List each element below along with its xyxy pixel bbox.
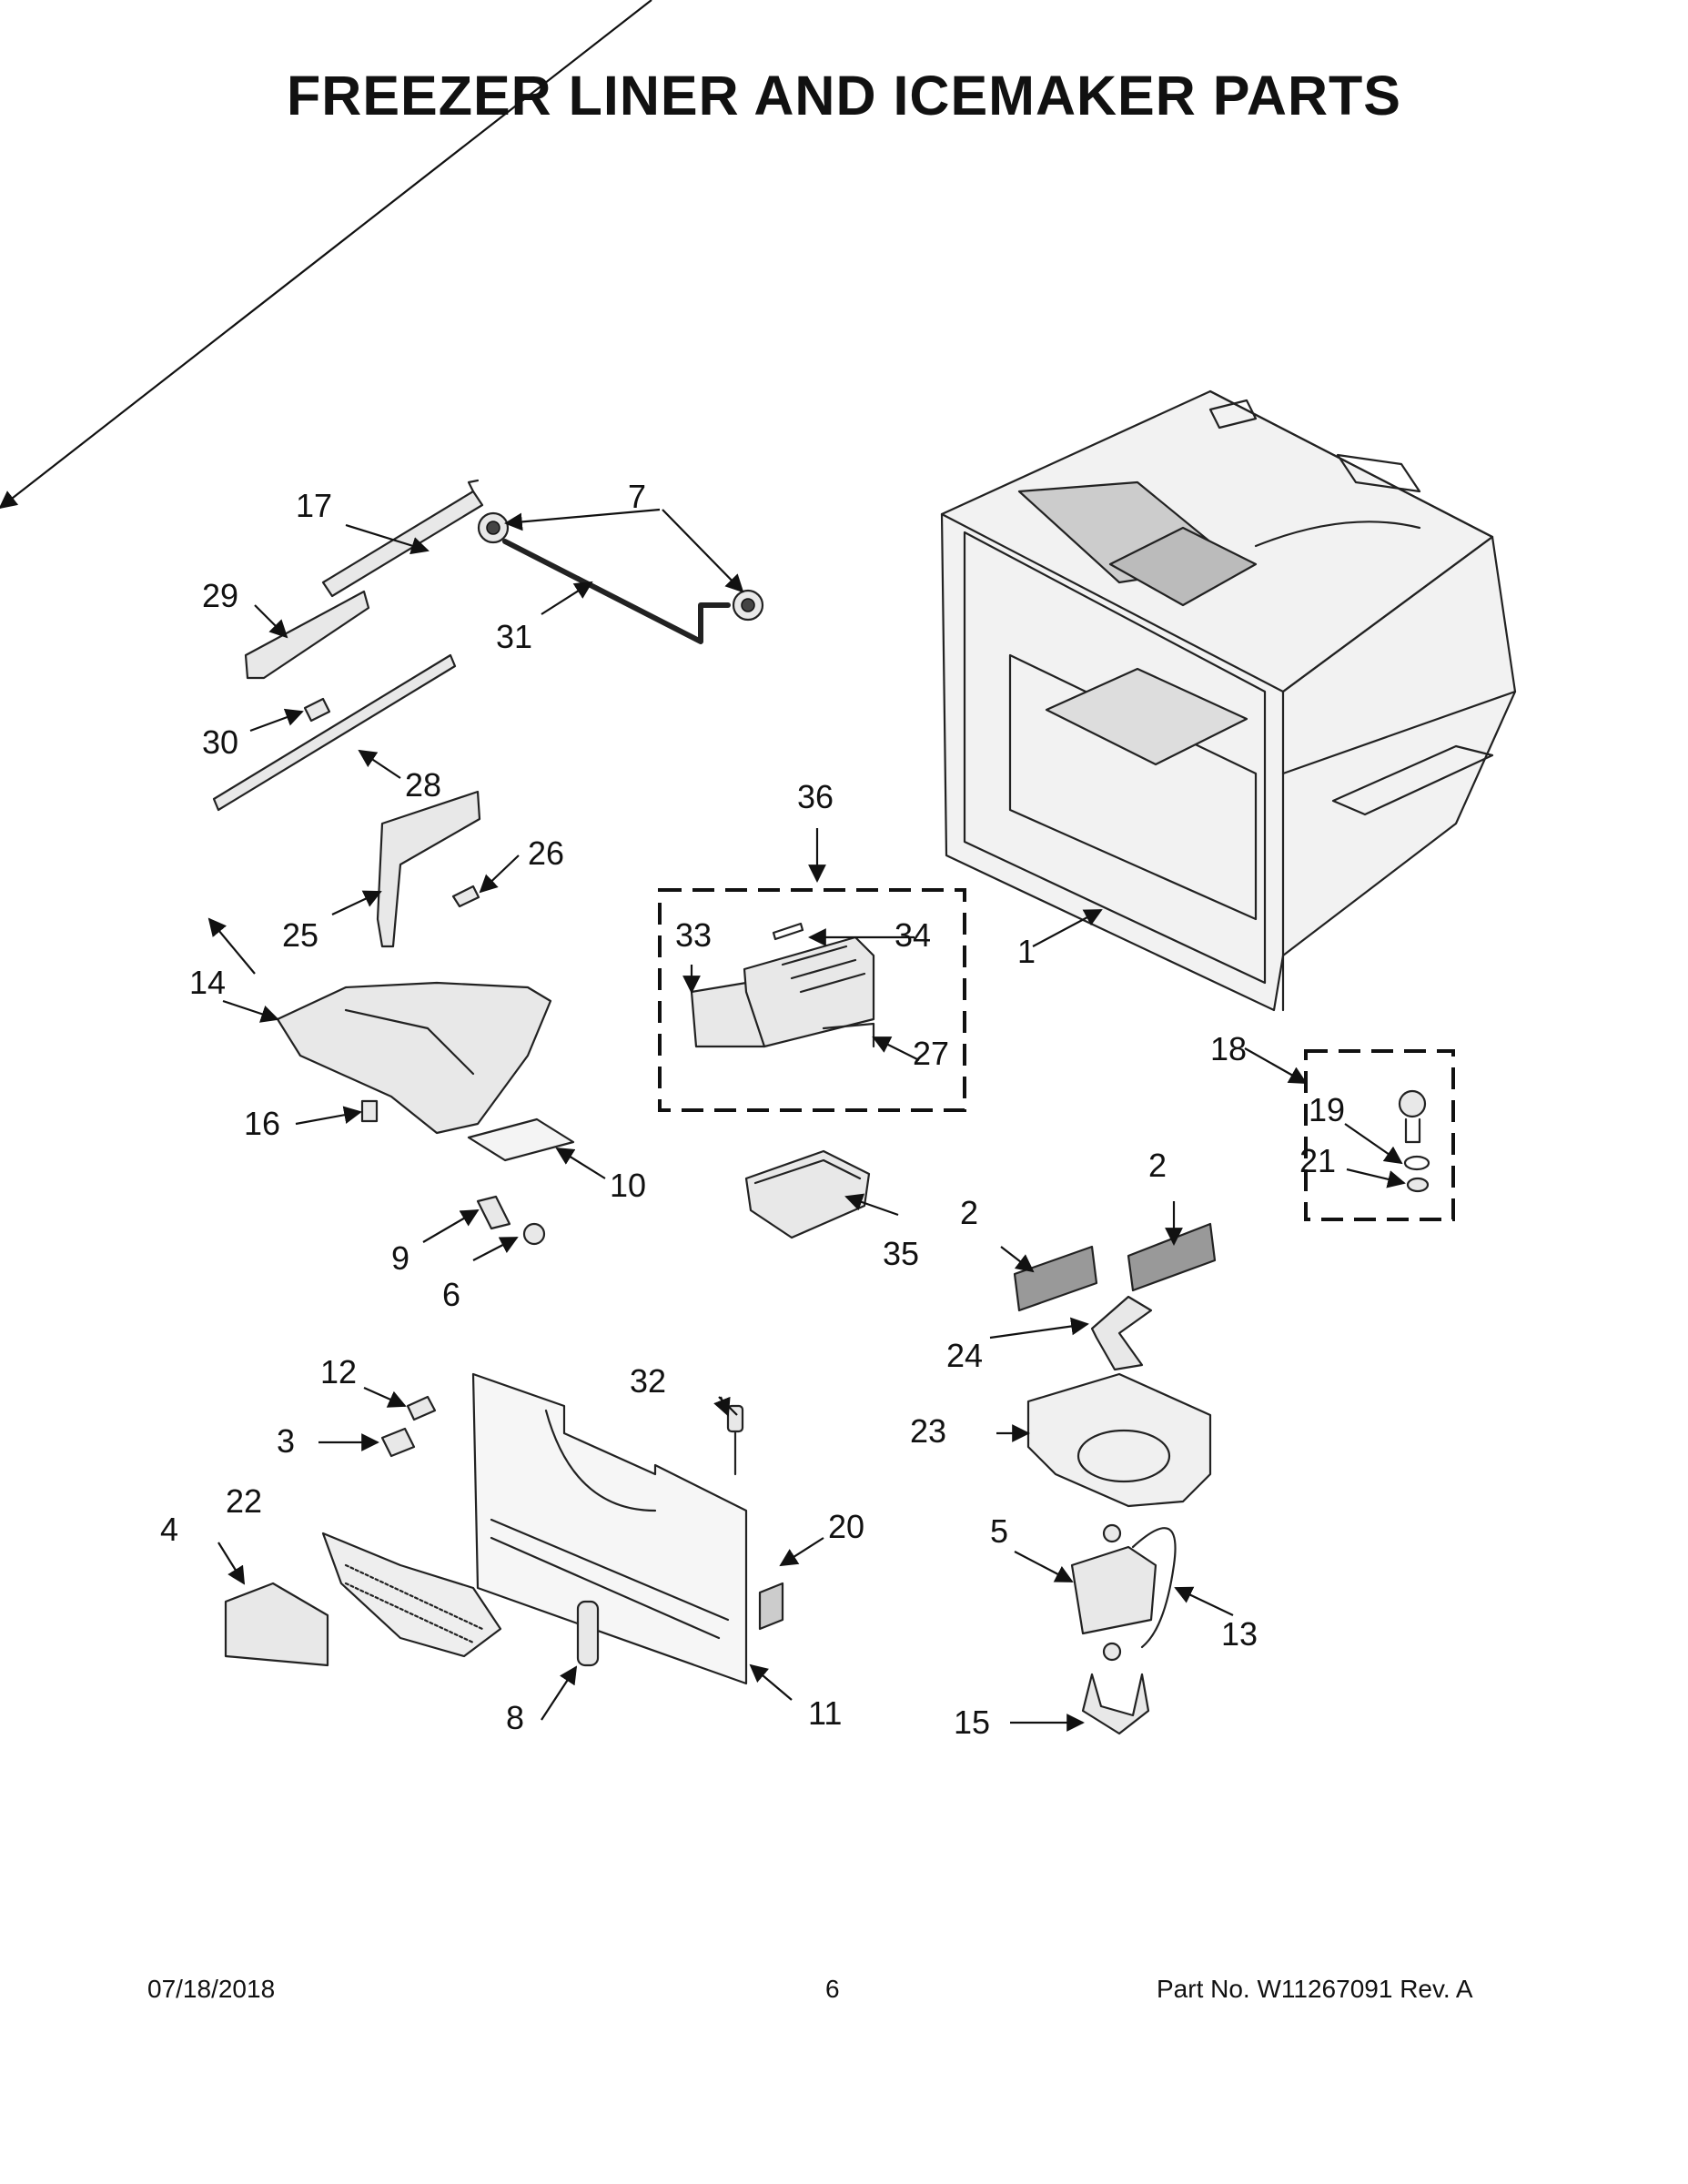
- callout-31: 31: [496, 618, 532, 655]
- icemaker-housing-part: [276, 981, 552, 1135]
- ice-bin-35-part: [744, 1149, 871, 1239]
- callout-18: 18: [1210, 1030, 1247, 1067]
- cover-4-part: [224, 1582, 329, 1667]
- callout-21: 21: [1299, 1142, 1336, 1179]
- fan-motor-5-part: [1070, 1523, 1157, 1662]
- rail-mount-bracket-part: [376, 790, 481, 948]
- callout-24: 24: [946, 1337, 983, 1374]
- callout-32: 32: [630, 1362, 666, 1400]
- valve-kit-group: [1304, 1049, 1455, 1221]
- clip-16-part: [360, 1099, 379, 1123]
- grille-cover-22-part: [321, 1532, 502, 1658]
- callout-35: 35: [883, 1235, 919, 1272]
- callout-4: 4: [160, 1511, 178, 1548]
- callout-12: 12: [320, 1353, 357, 1390]
- callout-14: 14: [189, 964, 226, 1001]
- callout-8: 8: [506, 1699, 524, 1736]
- callout-3: 3: [277, 1422, 295, 1460]
- callout-10: 10: [610, 1167, 646, 1204]
- callout-33: 33: [675, 916, 712, 954]
- probe-32-part: [726, 1404, 744, 1476]
- callout-17: 17: [296, 487, 332, 524]
- freezer-liner-part: [940, 389, 1517, 1012]
- fan-shroud-23-part: [1026, 1372, 1212, 1508]
- callout-28: 28: [405, 766, 441, 804]
- icemaker-kit-group: [658, 888, 966, 1112]
- footer-page-number: 6: [825, 1975, 840, 2003]
- callout-20: 20: [828, 1508, 864, 1545]
- footer-part-number: Part No. W11267091 Rev. A: [1157, 1975, 1473, 2003]
- callout-25: 25: [282, 916, 318, 954]
- motor-shaft-part: [476, 1195, 546, 1246]
- leader-lines: [0, 0, 1406, 1732]
- axle-rod-part: [502, 539, 731, 644]
- callout-11: 11: [808, 1694, 842, 1732]
- insulation-pad-10-part: [467, 1117, 575, 1162]
- callout-30: 30: [202, 723, 238, 761]
- slide-rail-upper-part: [321, 479, 484, 598]
- callout-34: 34: [895, 916, 931, 954]
- callout-23: 23: [910, 1412, 946, 1450]
- screw-part: [303, 697, 331, 723]
- fan-blade-24-part: [1090, 1295, 1153, 1371]
- foam-strip-20-part: [758, 1582, 784, 1631]
- wire-harness-13-part: [1131, 1527, 1177, 1649]
- foam-pad-2-part: [1013, 1222, 1217, 1312]
- bolt-12-part: [406, 1395, 437, 1421]
- callout-labels: 1 2 2 3 4 5 6 7 8 9 10 11 12 13 14 15 16…: [160, 478, 1345, 1741]
- page-title: FREEZER LINER AND ICEMAKER PARTS: [287, 65, 1401, 126]
- callout-26: 26: [528, 834, 564, 872]
- callout-19: 19: [1309, 1091, 1345, 1128]
- motor-bracket-15-part: [1081, 1673, 1150, 1735]
- callout-5: 5: [990, 1512, 1008, 1550]
- slide-rail-lower-part: [212, 653, 457, 812]
- callout-27: 27: [913, 1035, 949, 1072]
- fan-mount-3-part: [380, 1427, 416, 1458]
- callout-2b: 2: [1148, 1147, 1167, 1184]
- callout-6: 6: [442, 1276, 460, 1313]
- callout-2: 2: [960, 1194, 978, 1231]
- sensor-8-part: [576, 1600, 600, 1667]
- callout-15: 15: [954, 1704, 990, 1741]
- callout-1: 1: [1017, 933, 1036, 970]
- callout-29: 29: [202, 577, 238, 614]
- callout-9: 9: [391, 1239, 409, 1277]
- callout-22: 22: [226, 1482, 262, 1520]
- screw-26-part: [451, 885, 480, 908]
- footer-date: 07/18/2018: [147, 1975, 276, 2003]
- duct-panel-part: [471, 1372, 748, 1685]
- callout-7: 7: [628, 478, 646, 515]
- callout-36: 36: [797, 778, 834, 815]
- callout-16: 16: [244, 1105, 280, 1142]
- rail-bracket-part: [244, 590, 370, 680]
- callout-13: 13: [1221, 1615, 1258, 1653]
